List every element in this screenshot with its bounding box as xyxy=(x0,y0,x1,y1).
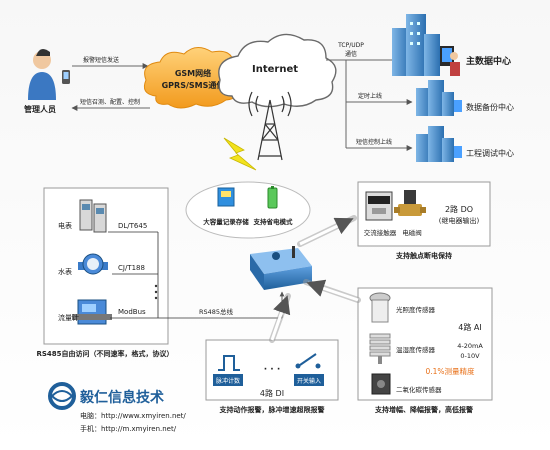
light-sensor-icon xyxy=(369,292,391,323)
tcp-line2: 通信 xyxy=(345,50,357,58)
company-name: 毅仁信息技术 xyxy=(79,389,164,406)
solenoid-valve-icon xyxy=(394,190,426,216)
debug-center-label: 工程调试中心 xyxy=(466,148,514,158)
di-title: 4路 DI xyxy=(260,388,284,398)
feature-power-save: 支持省电模式 xyxy=(253,217,294,226)
company-pc-url: 电脑：http://www.xmyiren.net/ xyxy=(80,411,186,420)
ai-range1: 4-20mA xyxy=(457,342,483,350)
cloud-line2: GPRS/SMS通信 xyxy=(162,80,225,90)
co2-sensor-label: 二氧化碳传感器 xyxy=(396,385,442,394)
pulse-count-icon xyxy=(213,355,243,386)
di-caption: 支持动作报警，脉冲增速超限报警 xyxy=(219,405,325,414)
sms-send-label: 报警短信发送 xyxy=(83,56,119,64)
co2-sensor-icon xyxy=(371,373,391,395)
water-meter-icon xyxy=(78,253,108,275)
ai-precision: 0.1%测量精度 xyxy=(425,366,475,376)
feature-storage: 大容量记录存储 xyxy=(203,217,249,226)
main-data-center-icon xyxy=(392,14,460,76)
flow-meter-icon xyxy=(72,299,112,325)
internet-cloud-icon xyxy=(218,33,337,108)
sms-online-label: 短信控制上线 xyxy=(356,138,392,146)
di-box xyxy=(205,339,339,401)
wireless-lightning-icon xyxy=(223,137,257,171)
di-ellipsis: · · · xyxy=(264,365,281,375)
sms-query-label: 短信召测、配置、控制 xyxy=(80,98,140,106)
cell-tower-icon xyxy=(248,91,292,161)
do-title1: 2路 DO xyxy=(445,204,473,214)
proto2-label: CJ/T188 xyxy=(118,264,145,272)
internet-label: Internet xyxy=(252,64,298,75)
temp-humidity-sensor-icon xyxy=(369,333,391,364)
admin-label: 管理人员 xyxy=(24,104,56,114)
company-mobile-url: 手机：http://m.xmyiren.net/ xyxy=(80,424,177,433)
light-sensor-label: 光照度传感器 xyxy=(396,305,436,314)
tcp-line1: TCP/UDP xyxy=(337,42,364,49)
backup-center-label: 数据备份中心 xyxy=(466,102,514,112)
debug-center-icon xyxy=(416,126,462,162)
timed-online-label: 定时上线 xyxy=(358,92,382,100)
features-panel xyxy=(185,181,311,239)
rs485-bus-label: RS485总线 xyxy=(199,307,234,316)
pulse-label: 脉冲计数 xyxy=(216,377,240,385)
switch-input-label: 开关输入 xyxy=(297,377,321,385)
contactor-icon xyxy=(365,191,393,221)
meter2-label: 水表 xyxy=(58,267,72,276)
backup-center-icon xyxy=(416,80,462,116)
valve-label: 电磁阀 xyxy=(402,228,422,237)
main-center-label: 主数据中心 xyxy=(466,55,511,67)
do-title2: (继电器输出) xyxy=(439,216,480,225)
rtu-device-icon xyxy=(250,246,312,290)
battery-icon xyxy=(267,187,278,209)
temp-sensor-label: 温湿度传感器 xyxy=(396,345,436,354)
proto3-label: ModBus xyxy=(118,308,146,316)
switch-input-icon xyxy=(294,353,324,386)
ai-range2: 0-10V xyxy=(460,352,480,360)
admin-person-icon xyxy=(28,49,70,100)
meter1-label: 电表 xyxy=(58,221,72,230)
ai-title: 4路 AI xyxy=(458,322,481,332)
meter3-label: 流量计 xyxy=(58,313,79,322)
proto1-label: DL/T645 xyxy=(118,222,147,230)
electric-meter-icon xyxy=(79,199,107,233)
contactor-label: 交流接触器 xyxy=(364,228,397,237)
do-caption: 支持触点断电保持 xyxy=(395,251,452,260)
rs485-caption: RS485自由访问（不同速率，格式，协议） xyxy=(36,349,173,358)
company-logo-icon xyxy=(48,382,76,410)
cloud-line1: GSM网络 xyxy=(175,68,211,78)
ai-caption: 支持增幅、降幅报警，高低报警 xyxy=(374,405,473,414)
